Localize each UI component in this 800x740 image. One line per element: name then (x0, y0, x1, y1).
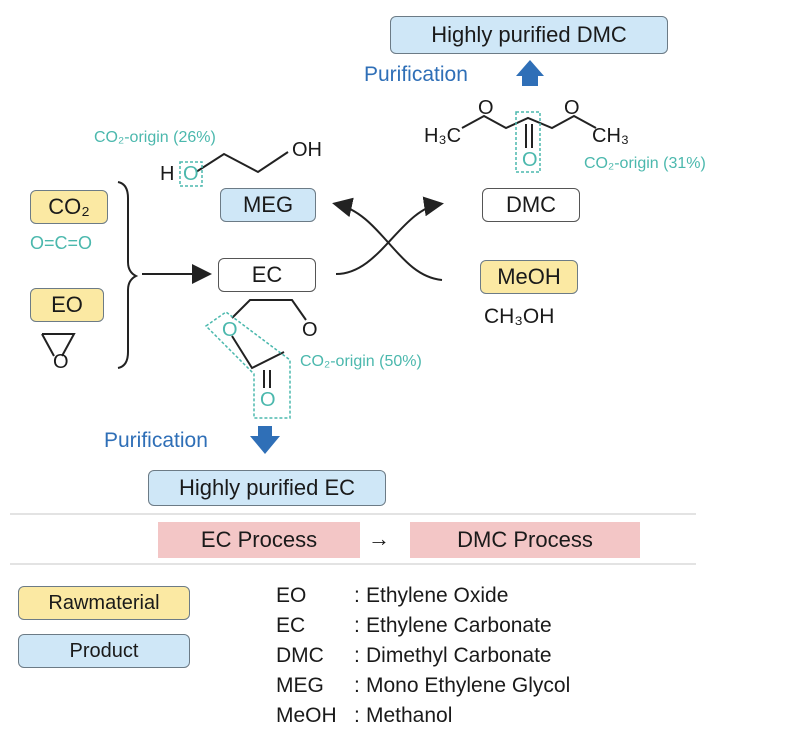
purification-top-label: Purification (364, 63, 468, 86)
dmc-o-left-atom: O (478, 97, 494, 119)
legend-product-label: Product (69, 639, 139, 662)
purification-down-arrow (250, 426, 280, 454)
ec-box: EC (218, 258, 316, 292)
legend-desc: Ethylene Oxide (366, 584, 509, 607)
purification-up-arrow (516, 60, 544, 86)
legend-desc: Dimethyl Carbonate (366, 644, 552, 667)
meg-oh-group: OH (292, 139, 322, 161)
legend-row-meoh: MeOH: Methanol (276, 704, 452, 728)
meg-skeleton (195, 151, 289, 174)
legend-colon: : (354, 644, 360, 667)
legend-desc: Methanol (366, 704, 453, 727)
reaction-curve-ec-to-dmc (335, 196, 444, 275)
legend-abbr: MEG (276, 674, 324, 697)
co2-formula: O=C=O (30, 233, 93, 253)
dmc-skeleton (461, 114, 597, 130)
legend-colon: : (354, 614, 360, 637)
ec-co2-origin-label: CO₂-origin (50%) (300, 353, 422, 370)
highly-purified-dmc-label: Highly purified DMC (431, 22, 627, 47)
eo-o-atom: O (53, 351, 69, 373)
dmc-label: DMC (505, 192, 557, 217)
meg-h-atom: H (160, 163, 175, 185)
highly-purified-ec-label: Highly purified EC (178, 475, 356, 500)
legend-row-meg: MEG: Mono Ethylene Glycol (276, 674, 570, 698)
legend-colon: : (354, 674, 360, 697)
dmc-o-right-atom: O (564, 97, 580, 119)
meg-origin-dashed-box (179, 161, 203, 187)
eo-box: EO (30, 288, 104, 322)
dmc-co2-origin-label: CO₂-origin (31%) (584, 155, 706, 172)
eo-label: EO (51, 292, 83, 317)
dmc-o-bottom-atom: O (522, 149, 538, 171)
ec-origin-dashed-box (204, 311, 291, 419)
meg-label: MEG (242, 192, 294, 217)
legend-raw-material-box: Rawmaterial (18, 586, 190, 620)
ec-process-box: EC Process (158, 522, 360, 558)
legend-raw-material-label: Rawmaterial (48, 591, 160, 614)
dmc-process-label: DMC Process (457, 527, 593, 552)
meg-co2-origin-label: CO₂-origin (26%) (94, 129, 216, 146)
legend-row-eo: EO: Ethylene Oxide (276, 584, 508, 608)
legend-abbr: EC (276, 614, 306, 637)
ec-process-label: EC Process (200, 527, 318, 552)
raw-material-brace (117, 181, 139, 369)
dmc-ch3-group: CH₃ (592, 125, 630, 147)
meoh-box: MeOH (480, 260, 578, 294)
legend-row-ec: EC: Ethylene Carbonate (276, 614, 552, 638)
dmc-process-box: DMC Process (410, 522, 640, 558)
dmc-origin-dashed-box (515, 111, 541, 173)
process-arrow: → (368, 526, 390, 551)
legend-abbr: MeOH (276, 704, 337, 727)
ec-o-left-atom: O (222, 319, 238, 341)
ec-o-bottom-atom: O (260, 389, 276, 411)
purification-bottom-label: Purification (104, 429, 208, 452)
dmc-box: DMC (482, 188, 580, 222)
ec-ring (231, 299, 307, 370)
dmc-h3c-group: H₃C (424, 125, 462, 147)
legend-colon: : (354, 704, 360, 727)
highly-purified-dmc-box: Highly purified DMC (390, 16, 668, 54)
meg-o-atom: O (183, 163, 199, 185)
legend-abbr: EO (276, 584, 307, 607)
legend-product-box: Product (18, 634, 190, 668)
ec-label: EC (251, 262, 283, 287)
co2-label: CO₂ (48, 194, 90, 219)
meoh-formula: CH₃OH (484, 305, 555, 328)
eo-ring (41, 333, 76, 357)
co2-box: CO₂ (30, 190, 108, 224)
legend-desc: Mono Ethylene Glycol (366, 674, 571, 697)
meoh-label: MeOH (497, 264, 561, 289)
highly-purified-ec-box: Highly purified EC (148, 470, 386, 506)
legend-row-dmc: DMC: Dimethyl Carbonate (276, 644, 552, 668)
ec-o-right-atom: O (302, 319, 318, 341)
reaction-curve-meoh-to-meg (332, 197, 443, 281)
legend-desc: Ethylene Carbonate (366, 614, 552, 637)
meg-box: MEG (220, 188, 316, 222)
legend-abbr: DMC (276, 644, 324, 667)
legend-colon: : (354, 584, 360, 607)
